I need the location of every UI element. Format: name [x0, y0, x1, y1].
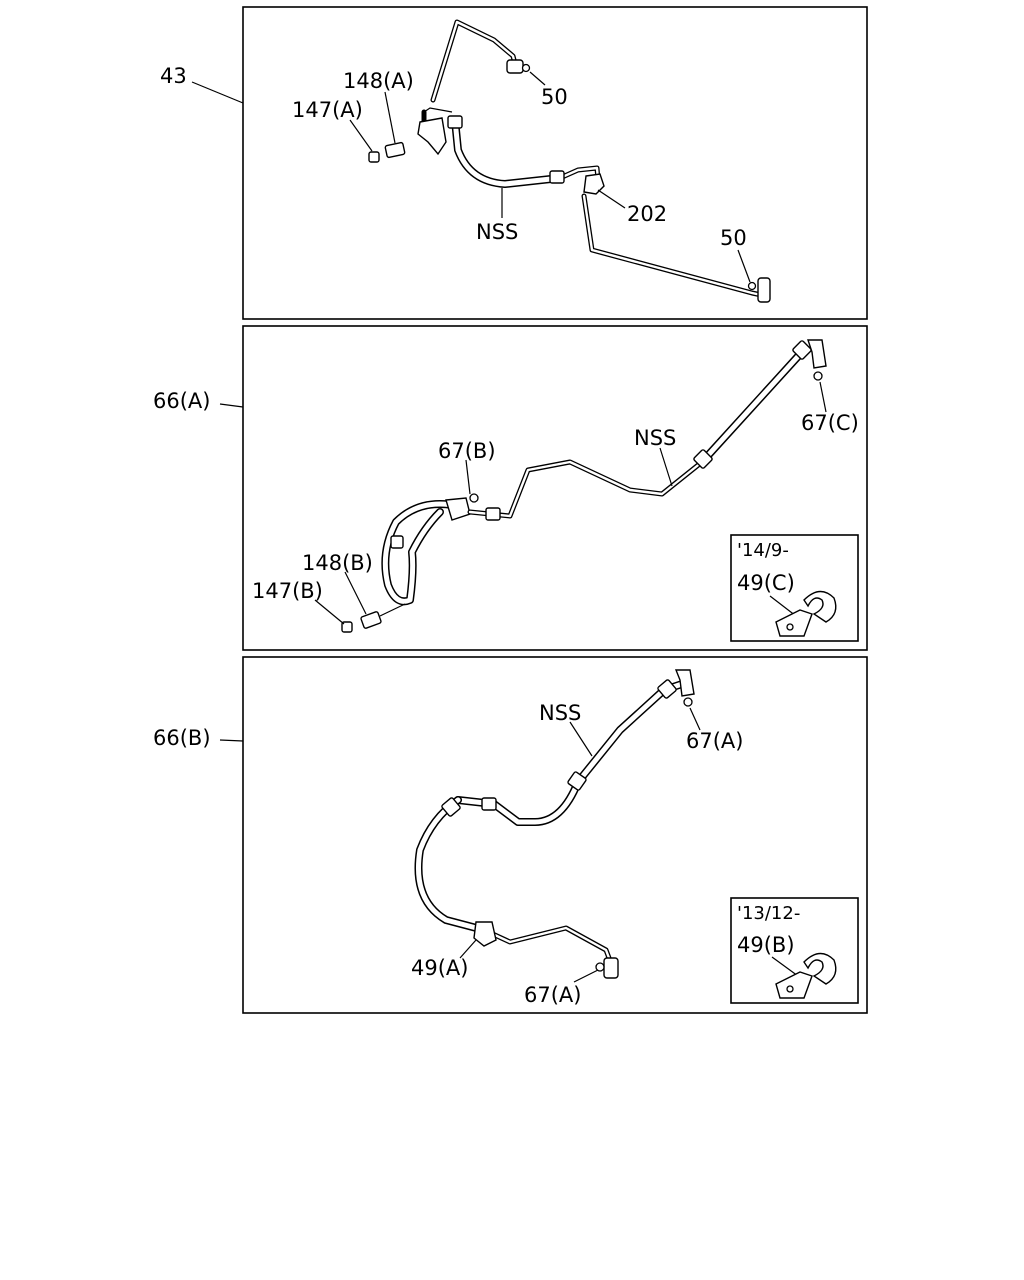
callout-49a[interactable]: 49(A) [411, 956, 468, 980]
leader-67a-bottom [573, 969, 599, 983]
hose-nss-top [451, 116, 601, 188]
assembly-label-66a[interactable]: 66(A) [153, 389, 210, 413]
callout-50-bottom[interactable]: 50 [720, 226, 747, 250]
leader-nss-middle [659, 447, 673, 487]
hose-collar-joint-bottom [481, 797, 497, 811]
callout-148a[interactable]: 148(A) [343, 69, 414, 93]
switch-stem-148b [379, 603, 406, 617]
callout-nss-bottom[interactable]: NSS [539, 701, 581, 725]
callout-148b[interactable]: 148(B) [302, 551, 373, 575]
leader-148b [344, 571, 367, 615]
upper-pipe [421, 19, 519, 129]
inset-clamp-49c: '14/9- 49(C) [730, 534, 859, 642]
inset-clamp-49b: '13/12- 49(B) [730, 897, 859, 1004]
hose-nss-bottom [414, 680, 686, 969]
inset-date-49c: '14/9- [737, 540, 789, 561]
callout-nss-top[interactable]: NSS [476, 220, 518, 244]
callout-49b[interactable]: 49(B) [737, 933, 795, 957]
oring-67a-top[interactable] [683, 697, 693, 707]
leader-148a [384, 91, 396, 144]
leader-147b [314, 599, 345, 625]
leader-50-top [529, 71, 546, 86]
upper-fitting [506, 59, 524, 74]
hose-collar-loop [390, 535, 404, 549]
assembly-label-43[interactable]: 43 [160, 64, 187, 88]
callout-49c[interactable]: 49(C) [737, 571, 795, 595]
elbow-fitting-middle [807, 339, 827, 369]
leader-49a [459, 939, 477, 959]
hose-collar-mid-bottom [567, 771, 587, 791]
leader-50-bottom [737, 249, 751, 283]
panel-top-frame [242, 6, 868, 320]
inset-frame-49b [730, 897, 859, 1004]
block-fitting-middle [445, 497, 471, 521]
leader-202 [597, 189, 626, 209]
oring-67b[interactable] [469, 493, 479, 503]
panel-bottom-frame [242, 656, 868, 1014]
callout-147b[interactable]: 147(B) [252, 579, 323, 603]
callout-202[interactable]: 202 [627, 202, 667, 226]
oring-50-bottom[interactable] [747, 281, 757, 291]
leader-67c [819, 381, 827, 413]
leader-67b [465, 459, 471, 495]
hose-nss-middle [467, 343, 821, 519]
end-fitting-bottom [603, 957, 619, 979]
callout-147a[interactable]: 147(A) [292, 98, 363, 122]
callout-50-top[interactable]: 50 [541, 85, 568, 109]
clamp-49a[interactable] [473, 921, 497, 947]
switch-bracket [417, 107, 453, 156]
callout-67a-top[interactable]: 67(A) [686, 729, 743, 753]
pressure-switch-148b[interactable] [360, 611, 382, 629]
clamp-49b-icon [775, 952, 837, 999]
assembly-label-66b[interactable]: 66(B) [153, 726, 211, 750]
callout-nss-middle[interactable]: NSS [634, 426, 676, 450]
hose-collar-left-middle [485, 507, 501, 521]
pressure-switch-148a[interactable] [384, 141, 406, 159]
leader-66b [219, 739, 244, 742]
clamp-49c-icon [775, 590, 837, 637]
panel-middle: 66(A) 67(B) NSS [153, 325, 868, 651]
hose-loop-middle [381, 500, 462, 606]
leader-49c [769, 595, 797, 617]
oring-67c[interactable] [813, 371, 823, 381]
hose-collar-right-middle [693, 449, 713, 469]
callout-67c[interactable]: 67(C) [801, 411, 859, 435]
hose-collar-left-bottom [441, 797, 461, 817]
panel-middle-frame [242, 325, 868, 651]
hose-collar-top-bottom [657, 679, 677, 699]
cap-147b[interactable] [341, 621, 353, 633]
hose-collar-top [447, 115, 463, 129]
panel-bottom: 66(B) NSS 67(A) 49(A) 67(A) [153, 656, 868, 1014]
inset-date-49b: '13/12- [737, 903, 800, 924]
oring-50-top[interactable] [521, 63, 531, 73]
connector-202[interactable] [583, 173, 605, 195]
leader-66a [219, 403, 244, 408]
cap-147a[interactable] [368, 151, 380, 163]
callout-67b[interactable]: 67(B) [438, 439, 496, 463]
callout-67a-bottom[interactable]: 67(A) [524, 983, 581, 1007]
panel-top: 43 [160, 6, 868, 320]
elbow-fitting-top-bottom [674, 669, 695, 697]
lower-fitting [757, 277, 771, 303]
hose-collar-end-middle [792, 340, 812, 360]
leader-49b [771, 956, 799, 977]
leader-nss-bottom [569, 721, 593, 757]
hose-collar-mid [549, 170, 565, 184]
oring-67a-bottom[interactable] [595, 962, 605, 972]
leader-43 [191, 81, 244, 104]
leader-67a-top [689, 707, 701, 731]
inset-frame-49c [730, 534, 859, 642]
leader-147a [349, 119, 373, 152]
